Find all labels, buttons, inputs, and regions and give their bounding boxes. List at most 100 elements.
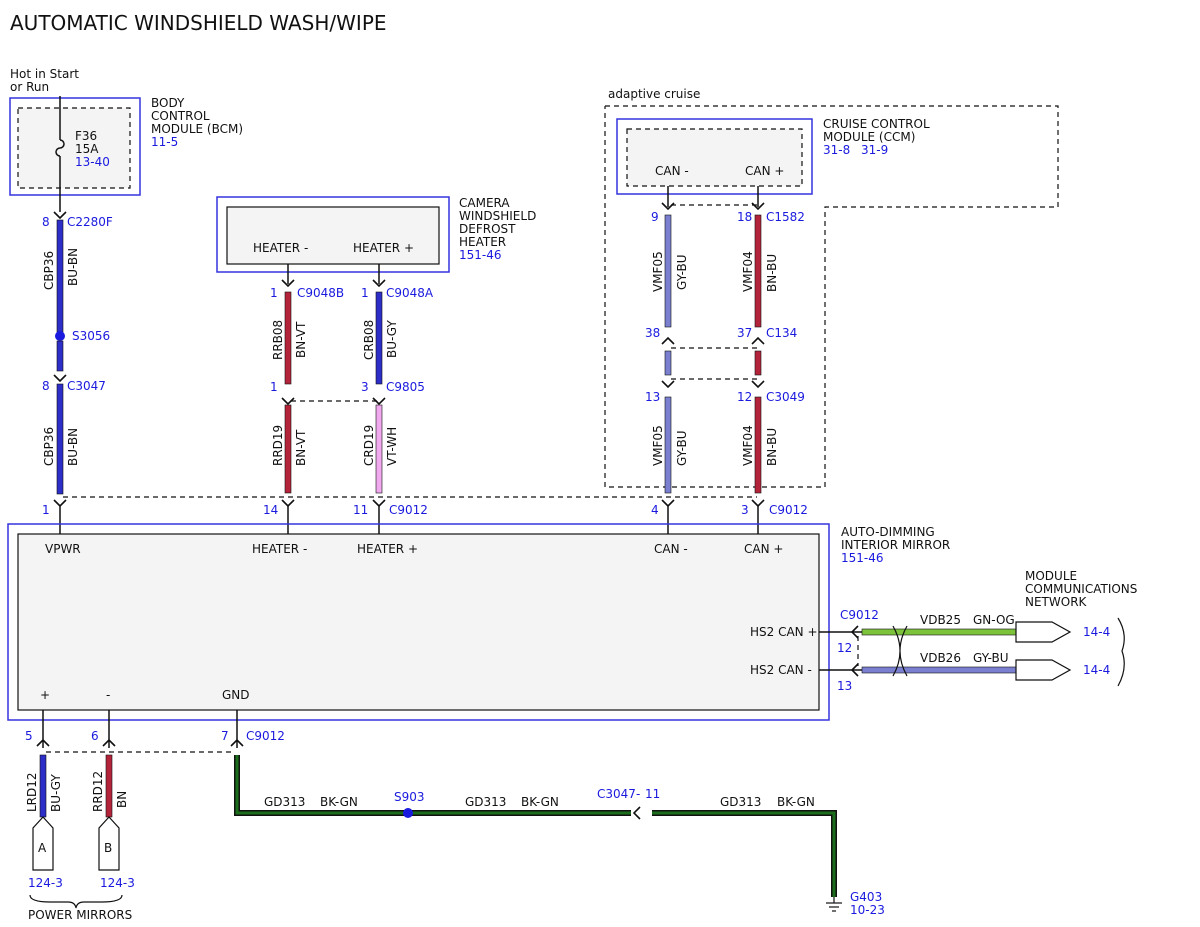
ccm-inner: [626, 128, 803, 187]
ccm-name-1: CRUISE CONTROL: [823, 117, 930, 131]
hp-pin-3: 11: [353, 503, 368, 517]
cp-conn-1: C1582: [766, 210, 805, 224]
mirror-name-2: INTERIOR MIRROR: [841, 538, 950, 552]
connector-arrow: [53, 499, 67, 508]
ccm-pin-plus: CAN +: [745, 164, 784, 178]
connector-arrow: [751, 380, 765, 389]
color-gybu-net: GY-BU: [973, 651, 1009, 665]
cm-pin-4: 4: [651, 503, 659, 517]
cp-pin-1: 18: [737, 210, 752, 224]
mirror-pin-heater-plus: HEATER +: [357, 542, 418, 556]
connector-b: [98, 816, 120, 871]
color-gybu-upper: GY-BU: [675, 254, 689, 290]
cm-pin-3: 13: [645, 390, 660, 404]
mirror-pin-can-plus: CAN +: [744, 542, 783, 556]
connector-arrow: [53, 374, 67, 383]
adaptive-cruise-region: [604, 105, 1059, 488]
splice-s3056: [55, 331, 65, 341]
network-conn: C9012: [840, 608, 879, 622]
network-name-1: MODULE: [1025, 569, 1077, 583]
network-ref-minus: 14-4: [1083, 663, 1110, 677]
mirror-bottom-conn-gnd: C9012: [246, 729, 285, 743]
wire-cbp36-lower: [56, 383, 64, 495]
cm-pin-2: 38: [645, 326, 660, 340]
wire-vmf04-lower: [754, 396, 762, 494]
mirror-border: [7, 523, 830, 721]
circuit-vdb25: VDB25: [920, 613, 961, 627]
circuit-rrd19: RRD19: [271, 425, 285, 466]
color-bugy: BU-GY: [385, 320, 399, 358]
hp-conn-1: C9048A: [386, 286, 434, 300]
ground-ref: 10-23: [850, 903, 885, 917]
network-brace: [1117, 617, 1125, 687]
wire-rrd12: [105, 754, 113, 818]
camera-border: [216, 196, 450, 273]
wire-cbp36-mid: [56, 340, 64, 372]
ground-id: G403: [850, 890, 882, 904]
ground-conn-pin: 11: [645, 787, 660, 801]
mirror-pin-plus: +: [40, 688, 50, 702]
circuit-vmf04-upper: VMF04: [741, 251, 755, 292]
connector-arrow: [661, 380, 675, 389]
wire-vmf05-lower: [664, 396, 672, 494]
ground-circuit-1: GD313: [264, 795, 305, 809]
network-pin-minus: 13: [837, 679, 852, 693]
wire-vmf05-upper: [664, 214, 672, 328]
connector-a: [32, 816, 54, 871]
mirror-name-1: AUTO-DIMMING: [841, 525, 935, 539]
power-label-1: Hot in Start: [10, 67, 79, 81]
mirror-inner: [17, 533, 820, 711]
circuit-vdb26: VDB26: [920, 651, 961, 665]
network-connector-plus: [1015, 621, 1072, 643]
wire-vdb26: [861, 666, 1017, 674]
hp-pin-2: 3: [361, 380, 369, 394]
camera-name-4: HEATER: [459, 235, 506, 249]
circuit-vmf05-lower: VMF05: [651, 425, 665, 466]
color-bubn-upper: BU-BN: [66, 248, 80, 286]
camera-inner: [226, 206, 440, 265]
bcm-conn-1: C2280F: [67, 215, 113, 229]
adaptive-cruise-label: adaptive cruise: [608, 87, 700, 101]
ground-circuit-2: GD313: [465, 795, 506, 809]
color-bubn-lower: BU-BN: [66, 428, 80, 466]
color-bugy-bottom: BU-GY: [49, 774, 63, 812]
connector-arrow: [751, 499, 765, 508]
connector-arrow: [751, 336, 765, 345]
hm-pin-1: 1: [270, 286, 278, 300]
bcm-conn-2: C3047: [67, 379, 106, 393]
wire-vmf05-mid: [664, 350, 672, 376]
power-mirrors-brace: [29, 894, 123, 909]
ccm-pin-minus: CAN -: [655, 164, 689, 178]
bcm-module: BODY CONTROL MODULE (BCM) 11-5 F36 15A 1…: [9, 96, 243, 196]
bcm-ref: 11-5: [151, 135, 178, 149]
camera-name-2: WINDSHIELD: [459, 209, 536, 223]
connector-arrow: [751, 202, 765, 211]
connector-b-ref: 124-3: [100, 876, 135, 890]
connector-arrow: [53, 211, 67, 220]
connector-arrow: [661, 336, 675, 345]
circuit-rrb08: RRB08: [271, 320, 285, 360]
mirror-pin-minus: -: [106, 688, 110, 702]
bcm-name-1: BODY: [151, 96, 185, 110]
connector-arrow: [281, 397, 295, 406]
mirror-pin-hs2-plus: HS2 CAN +: [750, 625, 818, 639]
bcm-name-2: CONTROL: [151, 109, 210, 123]
connector-arrow: [281, 279, 295, 288]
fuse-rating: 15A: [75, 142, 99, 156]
circuit-vmf05-upper: VMF05: [651, 251, 665, 292]
connector-arrow: [36, 738, 50, 747]
bcm-pin-3: 1: [42, 503, 50, 517]
ccm-ref-1: 31-8: [823, 143, 850, 157]
wire-vdb25: [861, 628, 1017, 636]
wire-crd19: [375, 404, 383, 494]
splice-s903: [403, 808, 413, 818]
camera-name-1: CAMERA: [459, 196, 510, 210]
camera-heater-module: HEATER - HEATER + CAMERA WINDSHIELD DEFR…: [216, 196, 536, 273]
hm-pin-2: 1: [270, 380, 278, 394]
cp-conn-4: C9012: [769, 503, 808, 517]
circuit-crd19: CRD19: [362, 425, 376, 466]
ground-conn: C3047: [597, 787, 636, 801]
wire-cbp36-upper: [56, 219, 64, 333]
connector-arrow: [372, 279, 386, 288]
